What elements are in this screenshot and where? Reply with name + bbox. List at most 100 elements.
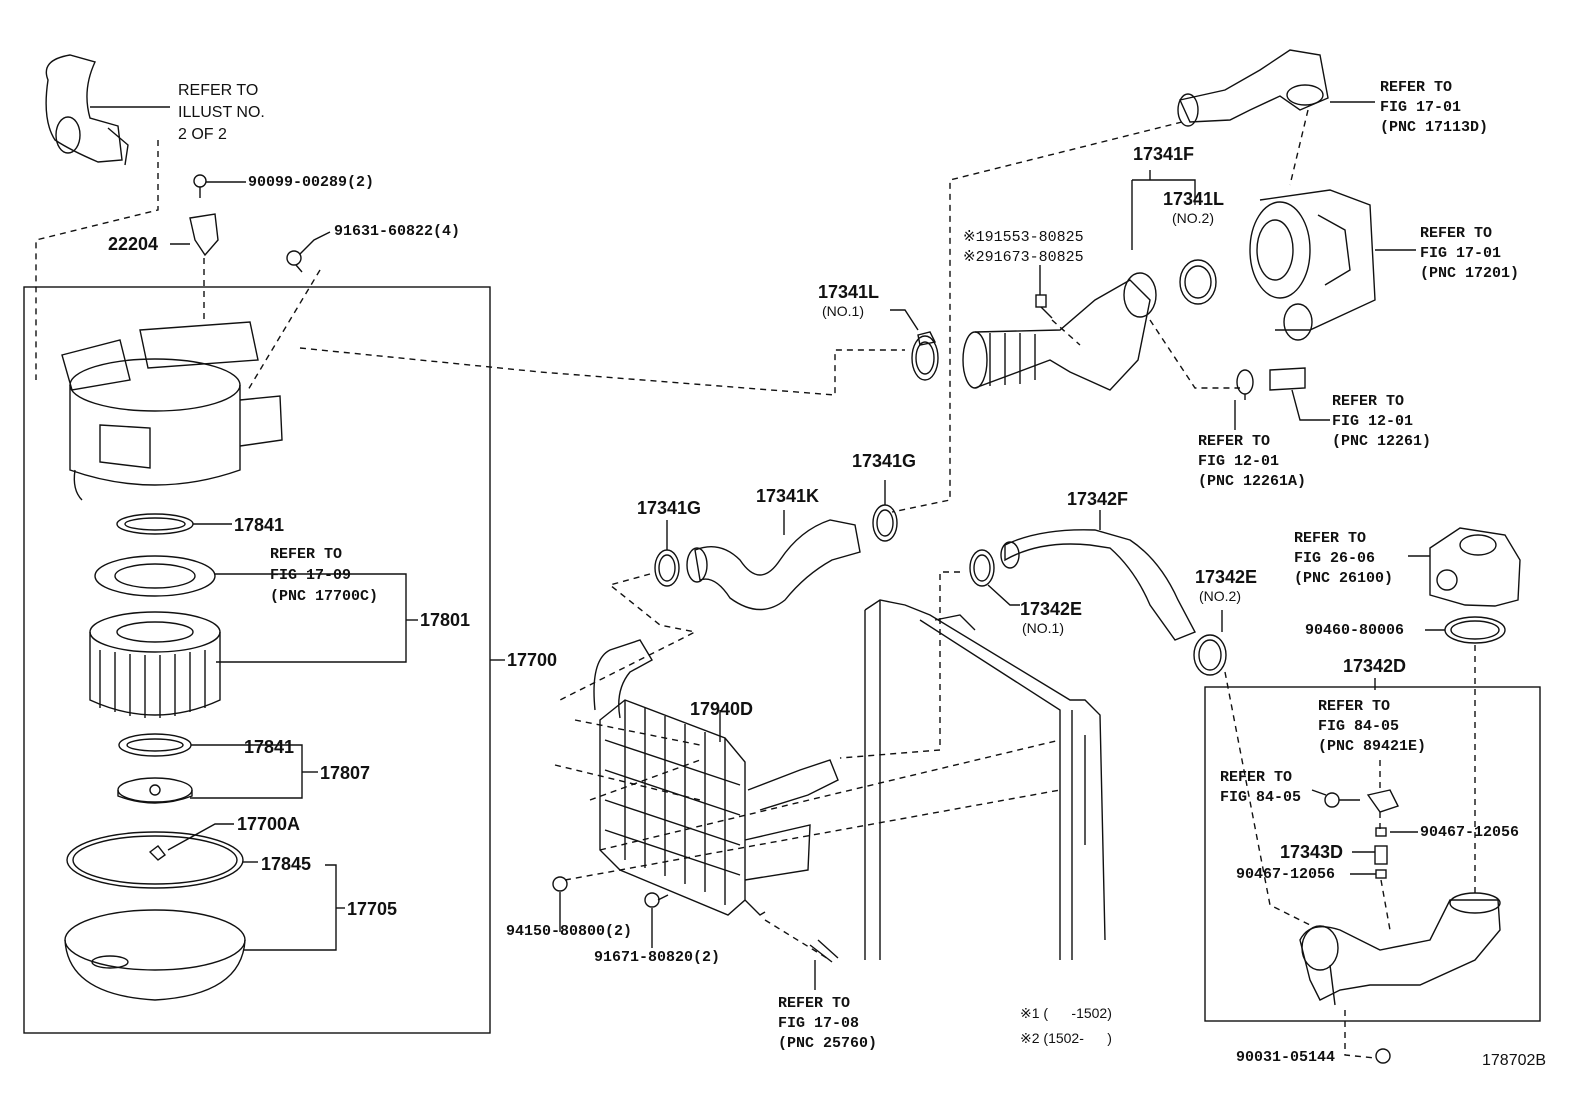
- refer-8405a-line2: FIG 84-05: [1318, 718, 1400, 735]
- refer-illust-label: REFER TO ILLUST NO. 2 OF 2: [178, 80, 265, 146]
- part-number-17341L-no1: 17341L: [818, 282, 880, 302]
- refer-1709-line2: FIG 17-09: [270, 567, 352, 584]
- part-number-17940D: 17940D: [690, 699, 754, 719]
- refer-1701a-line3: (PNC 17113D): [1380, 119, 1489, 136]
- note-1: ※1 ( -1502): [1020, 1005, 1112, 1021]
- no1-label-b: (NO.1): [1022, 620, 1064, 636]
- elbow-hose-icon: [45, 54, 129, 166]
- refer-1701a-line2: FIG 17-01: [1380, 99, 1462, 116]
- refer-1701a-line1: REFER TO: [1380, 79, 1453, 96]
- part-number-90031: 90031-05144: [1236, 1049, 1336, 1066]
- no2-label-a: (NO.2): [1172, 210, 1214, 226]
- intake-pipe-group-box: [1204, 686, 1541, 1022]
- screw-icon: [193, 174, 207, 198]
- no1-label-a: (NO.1): [822, 303, 864, 319]
- sensor-icon: [189, 213, 219, 257]
- throttle-body-icon: [1429, 527, 1521, 607]
- refer-2606-line3: (PNC 26100): [1294, 570, 1394, 587]
- part-number-17341G-a: 17341G: [637, 498, 702, 518]
- hose-clamp-icon: [1179, 259, 1217, 305]
- refer-fig-26-06: REFER TO FIG 26-06 (PNC 26100): [1294, 529, 1393, 589]
- refer-1708-line1: REFER TO: [778, 995, 851, 1012]
- part-number-17342D: 17342D: [1343, 656, 1407, 676]
- refer-1701b-line1: REFER TO: [1420, 225, 1493, 242]
- part-number-90467-a: 90467-12056: [1420, 824, 1520, 841]
- part-number-291673: ※291673-80825: [963, 249, 1084, 266]
- part-number-90460: 90460-80006: [1305, 622, 1405, 639]
- bolt-icon: [1035, 294, 1053, 319]
- refer-2606-line2: FIG 26-06: [1294, 550, 1376, 567]
- refer-1709-line1: REFER TO: [270, 546, 343, 563]
- refer-1201a-line2: FIG 12-01: [1332, 413, 1414, 430]
- part-number-17341G-b: 17341G: [852, 451, 917, 471]
- intake-pipe-icon: [1177, 49, 1329, 127]
- refer-2606-line1: REFER TO: [1294, 530, 1367, 547]
- nut-icon: [552, 876, 568, 892]
- no2-label-b: (NO.2): [1199, 588, 1241, 604]
- part-number-17807: 17807: [320, 763, 371, 783]
- part-number-17700: 17700: [507, 650, 558, 670]
- part-number-17841-b: 17841: [244, 737, 295, 757]
- part-number-22204: 22204: [108, 234, 159, 254]
- refer-illust-line3: 2 OF 2: [178, 126, 227, 143]
- refer-fig-12-01-b: REFER TO FIG 12-01 (PNC 12261A): [1198, 432, 1306, 492]
- part-number-94150: 94150-80800(2): [506, 923, 633, 940]
- refer-8405b-line1: REFER TO: [1220, 769, 1293, 786]
- part-number-17341K: 17341K: [756, 486, 820, 506]
- part-number-17845: 17845: [261, 854, 312, 874]
- part-number-17705: 17705: [347, 899, 398, 919]
- air-cleaner-housing-icon: [61, 321, 283, 501]
- part-number-17841-a: 17841: [234, 515, 285, 535]
- part-number-17341L-no2: 17341L: [1163, 189, 1225, 209]
- vacuum-sensor-icon: [1366, 789, 1399, 813]
- refer-1701b-line2: FIG 17-01: [1420, 245, 1502, 262]
- radiator-icon: [864, 599, 1106, 960]
- refer-1708-line3: (PNC 25760): [778, 1035, 878, 1052]
- refer-8405b-line2: FIG 84-05: [1220, 789, 1302, 806]
- part-number-17801: 17801: [420, 610, 471, 630]
- bolt-icon: [644, 892, 669, 908]
- part-number-90099: 90099-00289(2): [248, 174, 375, 191]
- hose-clamp-icon: [1193, 634, 1227, 676]
- part-number-90467-b: 90467-12056: [1236, 866, 1336, 883]
- refer-fig-84-05-a: REFER TO FIG 84-05 (PNC 89421E): [1318, 697, 1426, 757]
- refer-illust-line1: REFER TO: [178, 82, 259, 99]
- refer-1709-line3: (PNC 17700C): [270, 588, 379, 605]
- part-number-17343D: 17343D: [1280, 842, 1344, 862]
- intake-pipe-icon: [1299, 892, 1501, 1006]
- part-number-91631: 91631-60822(4): [334, 223, 461, 240]
- cap-icon: [117, 777, 193, 804]
- refer-fig-17-01-a: REFER TO FIG 17-01 (PNC 17113D): [1380, 78, 1488, 138]
- bolt-icon: [286, 250, 303, 273]
- refer-fig-17-01-b: REFER TO FIG 17-01 (PNC 17201): [1420, 224, 1519, 284]
- refer-1708-line2: FIG 17-08: [778, 1015, 860, 1032]
- hose-clamp-icon: [911, 335, 939, 381]
- part-number-17342E-no2: 17342E: [1195, 567, 1258, 587]
- filter-element-icon: [89, 611, 221, 718]
- part-number-191553: ※191553-80825: [963, 229, 1084, 246]
- part-number-17700A: 17700A: [237, 814, 301, 834]
- part-number-17342F: 17342F: [1067, 489, 1129, 509]
- hose-clamp-icon: [969, 549, 995, 587]
- turbocharger-icon: [1249, 189, 1376, 341]
- air-hose-icon: [686, 519, 861, 611]
- refer-fig-17-09: REFER TO FIG 17-09 (PNC 17700C): [270, 544, 378, 607]
- filter-seal-icon: [94, 555, 216, 597]
- intercooler-icon: [593, 639, 839, 916]
- case-icon: [64, 909, 246, 1001]
- cover-icon: [66, 831, 244, 889]
- refer-1201b-line1: REFER TO: [1198, 433, 1271, 450]
- gasket-ring-icon: [116, 513, 194, 535]
- refer-fig-84-05-b: REFER TO FIG 84-05: [1220, 768, 1301, 808]
- refer-fig-17-08: REFER TO FIG 17-08 (PNC 25760): [778, 994, 877, 1054]
- refer-fig-12-01-a: REFER TO FIG 12-01 (PNC 12261): [1332, 392, 1431, 452]
- refer-1201a-line1: REFER TO: [1332, 393, 1405, 410]
- bolt-icon: [1324, 792, 1360, 808]
- refer-1701b-line3: (PNC 17201): [1420, 265, 1520, 282]
- part-number-17341F: 17341F: [1133, 144, 1195, 164]
- bolt-icon: [1375, 1048, 1391, 1064]
- refer-1201b-line3: (PNC 12261A): [1198, 473, 1307, 490]
- refer-8405a-line1: REFER TO: [1318, 698, 1391, 715]
- note-2: ※2 (1502- ): [1020, 1030, 1112, 1046]
